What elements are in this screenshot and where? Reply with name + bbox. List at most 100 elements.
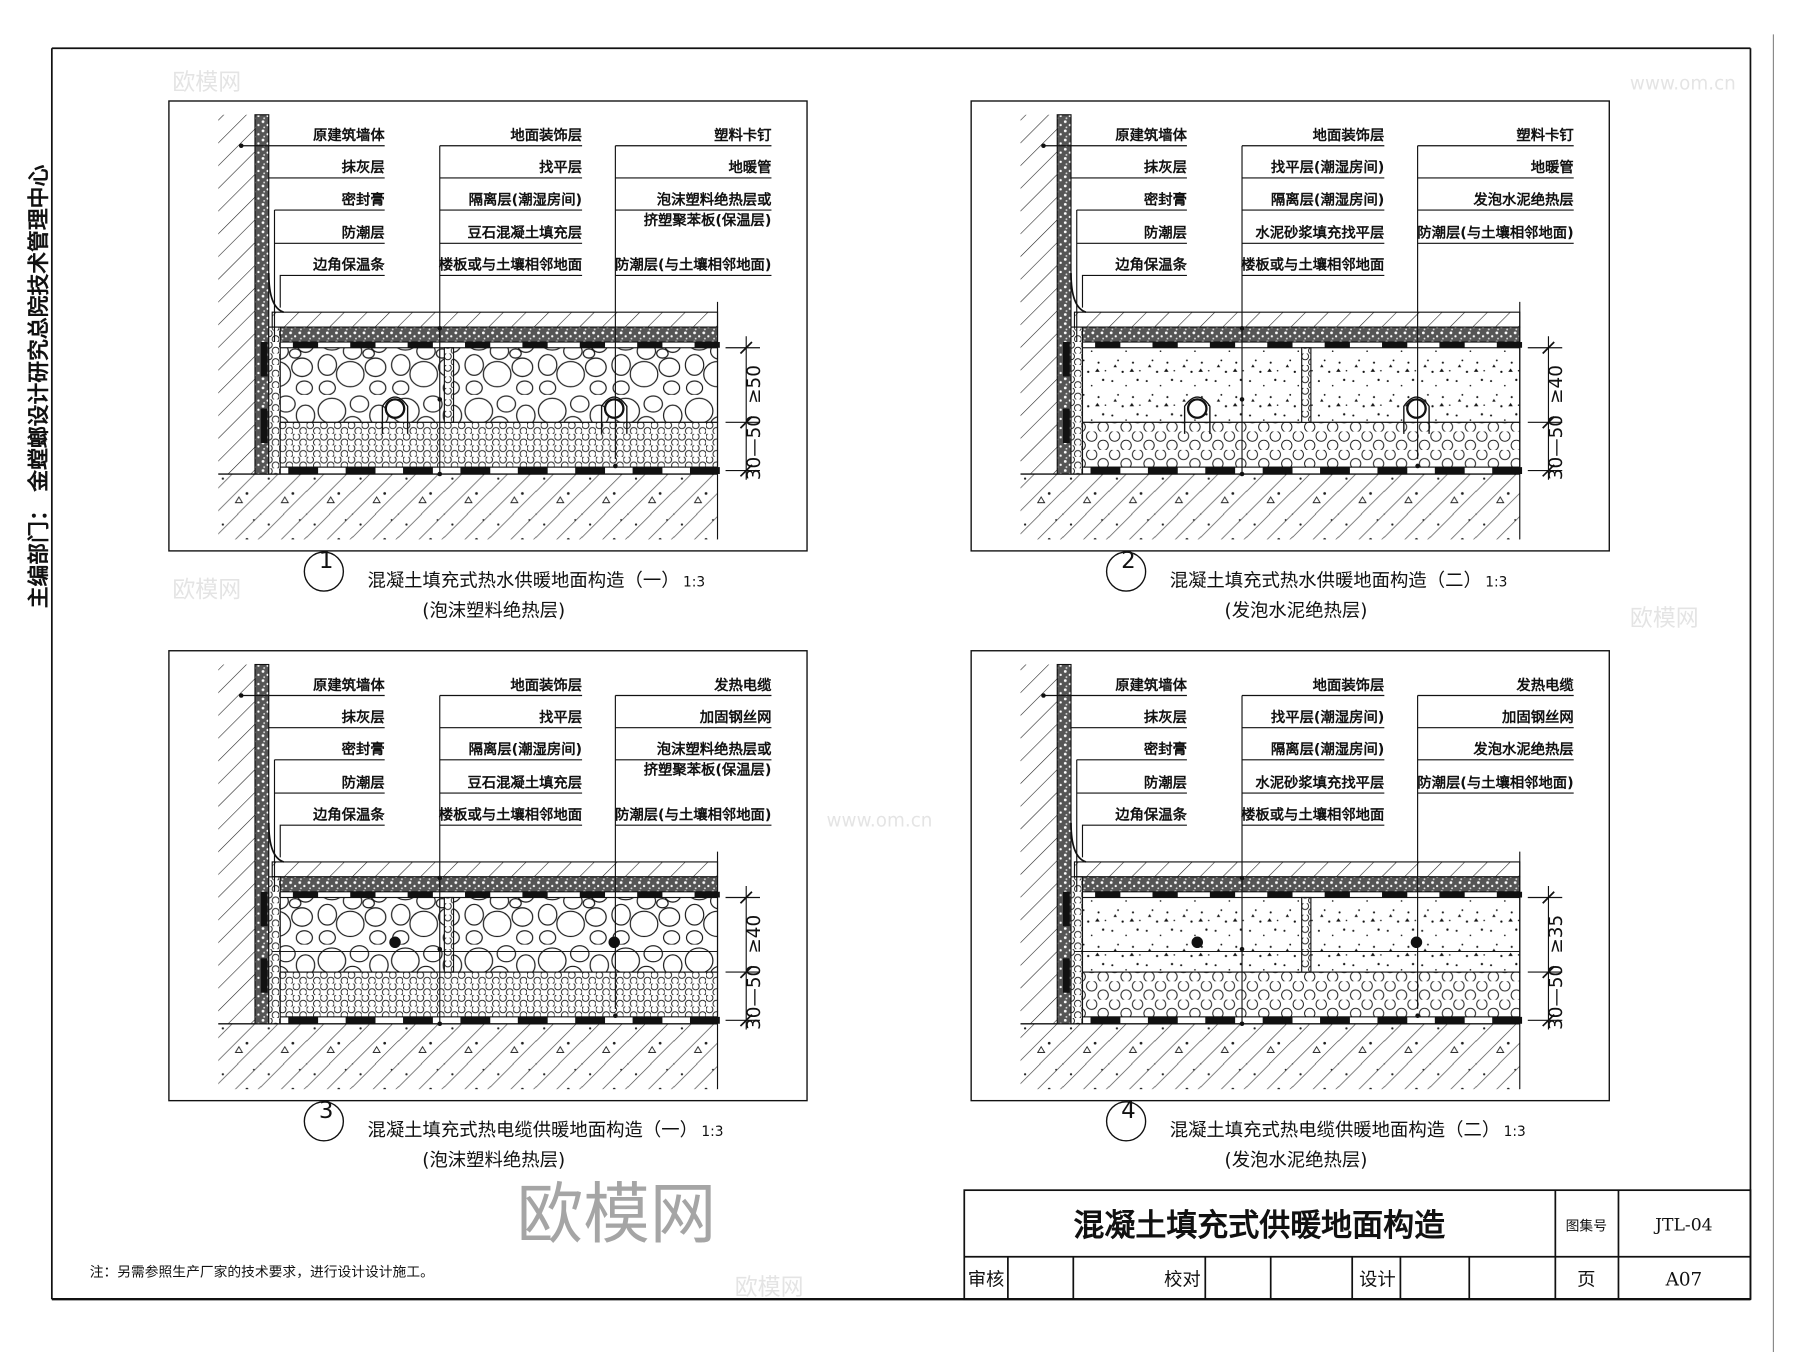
- separation-layer-mark: [579, 342, 606, 348]
- moisture-layer-mark: [575, 467, 606, 475]
- construction-note: 注：另需参照生产厂家的技术要求，进行设计设计施工。: [90, 1263, 434, 1280]
- moisture-layer-mark: [1434, 1016, 1465, 1024]
- separation-layer-mark: [292, 891, 319, 898]
- floor-slab: [218, 1023, 718, 1090]
- watermark-logo: 欧模网: [172, 577, 241, 603]
- moisture-layer-mark: [517, 467, 548, 475]
- moisture-layer-mark: [1492, 467, 1523, 475]
- col1-label: 密封膏: [1144, 740, 1187, 758]
- moisture-layer-mark: [1090, 1016, 1121, 1024]
- leader-dot: [437, 875, 443, 881]
- plastic-clip-icon: [381, 396, 409, 434]
- detail-number-circle: [1105, 1101, 1147, 1142]
- detail-title: 混凝土填充式热水供暖地面构造（二）: [1170, 570, 1482, 591]
- drawing-frame: [970, 100, 1610, 552]
- leader-dot: [437, 946, 443, 952]
- dimension-insulation: 30—50: [1546, 965, 1567, 1030]
- col2-label: 地面装饰层: [1313, 126, 1385, 144]
- separation-layer-mark: [407, 891, 433, 898]
- moisture-layer-mark: [689, 467, 720, 475]
- leader-dot: [238, 693, 244, 698]
- watermark-logo: 欧模网: [172, 70, 241, 96]
- leader-dot: [437, 325, 443, 331]
- detail-drawing-2: 原建筑墙体抹灰层密封膏防潮层边角保温条地面装饰层找平层(潮湿房间)隔离层(潮湿房…: [970, 100, 1610, 621]
- detail-caption: 混凝土填充式热水供暖地面构造（二）1:3: [1170, 570, 1508, 591]
- separation-layer-mark: [694, 891, 720, 898]
- moisture-layer-mark: [288, 467, 319, 475]
- col2-label: 找平层(潮湿房间): [1271, 708, 1384, 726]
- edge-insulation-strip: [268, 876, 281, 1025]
- moisture-layer-mark: [288, 1016, 319, 1024]
- separation-layer-mark: [1496, 342, 1523, 348]
- col2-label: 地面装饰层: [510, 676, 582, 694]
- separation-layer-mark: [1267, 342, 1293, 348]
- detail-caption: 混凝土填充式热电缆供暖地面构造（二）1:3: [1170, 1120, 1526, 1141]
- separation-layer-mark: [350, 891, 376, 898]
- moisture-layer-mark: [1434, 467, 1465, 475]
- moisture-layer-mark: [345, 1016, 376, 1024]
- col1-label: 抹灰层: [1144, 708, 1187, 726]
- heating-pipe-icon: [603, 398, 625, 419]
- leader-dot: [1239, 1021, 1245, 1027]
- separation-layer-mark: [1095, 891, 1121, 898]
- check-label: 校对: [1164, 1269, 1201, 1290]
- moisture-barrier: [1062, 958, 1070, 993]
- moisture-layer-mark: [517, 1016, 548, 1024]
- separation-layer-mark: [1496, 891, 1523, 898]
- dimension-tick: [739, 416, 753, 429]
- filling-divider: [443, 896, 455, 973]
- detail-scale: 1:3: [1504, 1124, 1526, 1140]
- insulation-layer: [271, 971, 719, 1018]
- dimension-filling: ≥35: [1546, 915, 1567, 954]
- filling-layer: [1073, 896, 1521, 973]
- heating-pipe-icon: [1186, 398, 1208, 419]
- filling-layer: [1073, 347, 1521, 423]
- plaster-layer: [1056, 663, 1072, 1025]
- filling-layer: [271, 347, 719, 423]
- floor-finish-layer: [1073, 311, 1521, 328]
- moisture-layer-mark: [1205, 467, 1236, 475]
- separation-layer-mark: [637, 891, 663, 898]
- col3-label: 挤塑聚苯板(保温层): [644, 211, 772, 229]
- design-label: 设计: [1359, 1269, 1396, 1290]
- col1-label: 原建筑墙体: [313, 676, 385, 694]
- separation-layer-mark: [1267, 891, 1293, 898]
- detail-number-circle: [303, 1101, 345, 1142]
- col1-label: 边角保温条: [1114, 256, 1187, 274]
- sealant: [260, 891, 268, 927]
- col1-label: 密封膏: [1144, 190, 1187, 208]
- col3-label: 防潮层(与土壤相邻地面): [615, 256, 771, 274]
- sealant-curve: [1070, 273, 1087, 313]
- col3-label: 发泡水泥绝热层: [1472, 740, 1573, 758]
- detail-scale: 1:3: [1485, 574, 1507, 590]
- edge-insulation-strip: [1070, 326, 1084, 475]
- separation-layer-mark: [1324, 891, 1350, 898]
- col3-label: 加固钢丝网: [1501, 708, 1574, 726]
- detail-title: 混凝土填充式热电缆供暖地面构造（二）: [1170, 1120, 1500, 1141]
- col1-label: 防潮层: [1144, 224, 1187, 242]
- moisture-layer-mark: [1205, 1016, 1236, 1024]
- detail-title: 混凝土填充式热电缆供暖地面构造（一）: [367, 1120, 697, 1141]
- col1-label: 密封膏: [342, 740, 385, 758]
- watermark-logo-large: 欧模网: [517, 1175, 717, 1253]
- leader-dot: [1415, 1013, 1420, 1019]
- col1-label: 抹灰层: [342, 708, 385, 726]
- col3-label: 防潮层(与土壤相邻地面): [1417, 773, 1573, 791]
- filling-layer: [271, 896, 719, 973]
- separation-layer-mark: [1209, 891, 1236, 898]
- col3-label: 塑料卡钉: [714, 126, 772, 144]
- separation-layer-mark: [1095, 342, 1121, 348]
- leader-dot: [1239, 325, 1245, 331]
- dimension-tick: [739, 341, 753, 355]
- moisture-layer-mark: [632, 467, 663, 475]
- separation-layer-mark: [522, 891, 548, 898]
- leader-dot: [1239, 875, 1245, 881]
- col2-label: 楼板或与土壤相邻地面: [1241, 805, 1384, 823]
- moisture-layer-mark: [460, 467, 491, 475]
- existing-wall: [218, 114, 255, 475]
- col3-label: 泡沫塑料绝热层或: [657, 190, 772, 208]
- dimension-tick: [1542, 464, 1555, 477]
- heating-pipe-icon: [384, 398, 406, 419]
- detail-drawing-3: 原建筑墙体抹灰层密封膏防潮层边角保温条地面装饰层找平层隔离层(潮湿房间)豆石混凝…: [168, 650, 808, 1171]
